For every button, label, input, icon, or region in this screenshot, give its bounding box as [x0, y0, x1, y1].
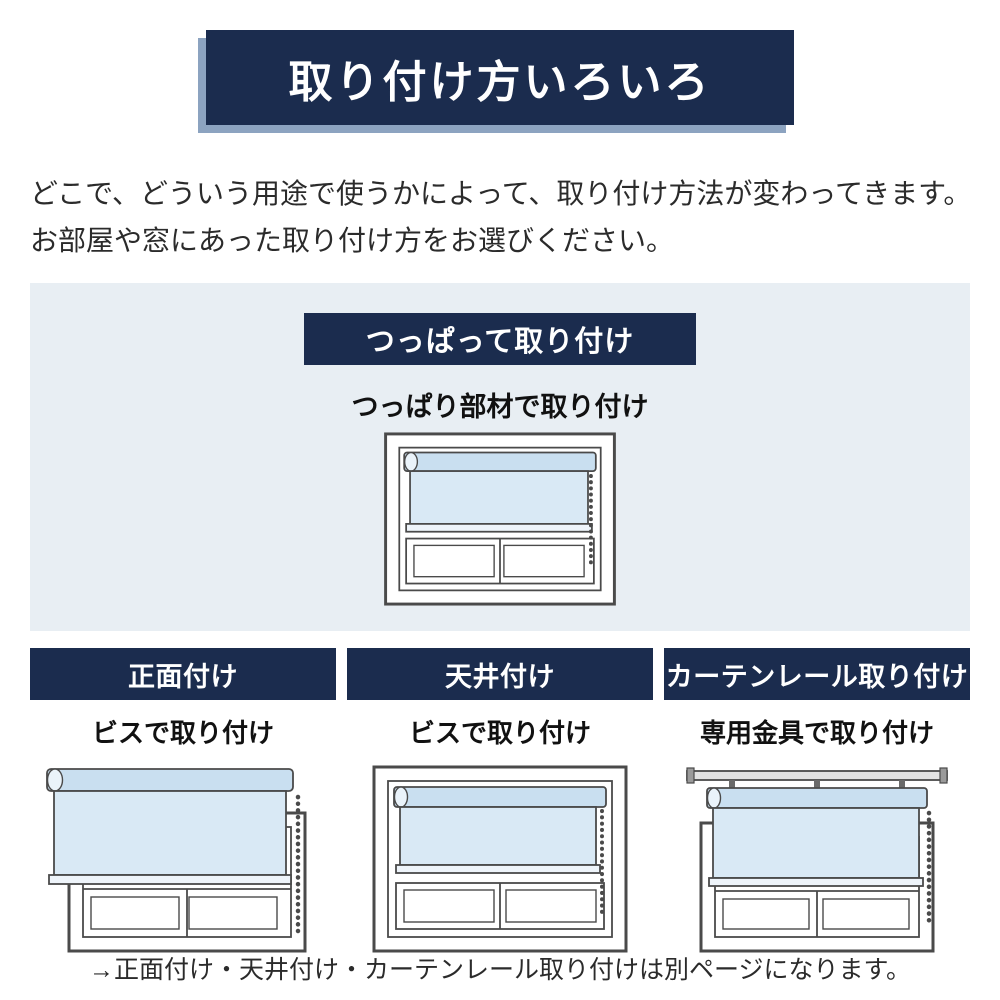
intro-text: どこで、どういう用途で使うかによって、取り付け方法が変わってきます。 お部屋や窓… [30, 170, 980, 264]
tension-mount-banner-text: つっぱって取り付け [365, 326, 635, 358]
curtain-rail-mount-caption: 専用金具で取り付け [699, 718, 934, 748]
intro-line-2: お部屋や窓にあった取り付け方をお選びください。 [30, 225, 675, 256]
window-with-tension-blind-icon [384, 432, 616, 606]
front-mount-banner-text: 正面付け [128, 661, 238, 692]
ceiling-mount-banner-text: 天井付け [445, 661, 555, 692]
tension-mount-caption: つっぱり部材で取り付け [351, 392, 649, 422]
ceiling-mount-illustration [360, 763, 640, 955]
front-mount-banner: 正面付け [30, 648, 336, 700]
curtain-rail-mount-banner-text: カーテンレール取り付け [665, 661, 969, 692]
window-with-curtain-rail-blind-icon [686, 767, 948, 953]
footnote: →正面付け・天井付け・カーテンレール取り付けは別ページになります。 [88, 956, 911, 984]
ceiling-mount-banner: 天井付け [347, 648, 653, 700]
intro-line-1: どこで、どういう用途で使うかによって、取り付け方法が変わってきます。 [30, 178, 972, 209]
window-with-ceiling-mounted-blind-icon [372, 765, 628, 953]
tension-mount-banner: つっぱって取り付け [304, 313, 696, 365]
page-title: 取り付け方いろいろ [206, 30, 794, 125]
ceiling-mount-column: 天井付け ビスで取り付け [347, 648, 653, 955]
tension-mount-section: つっぱって取り付け つっぱり部材で取り付け [30, 283, 970, 631]
curtain-rail-mount-illustration [677, 763, 957, 955]
page-title-text: 取り付け方いろいろ [288, 57, 712, 107]
front-mount-column: 正面付け ビスで取り付け [30, 648, 336, 955]
window-with-front-mounted-blind-icon [46, 768, 307, 953]
ceiling-mount-caption: ビスで取り付け [408, 718, 591, 748]
mount-methods-row: 正面付け ビスで取り付け [30, 648, 970, 955]
front-mount-illustration [43, 763, 323, 955]
curtain-rail-mount-banner: カーテンレール取り付け [664, 648, 970, 700]
tension-mount-illustration [381, 431, 619, 607]
curtain-rail-mount-column: カーテンレール取り付け 専用金具で取り付け [664, 648, 970, 955]
front-mount-caption: ビスで取り付け [91, 718, 274, 748]
